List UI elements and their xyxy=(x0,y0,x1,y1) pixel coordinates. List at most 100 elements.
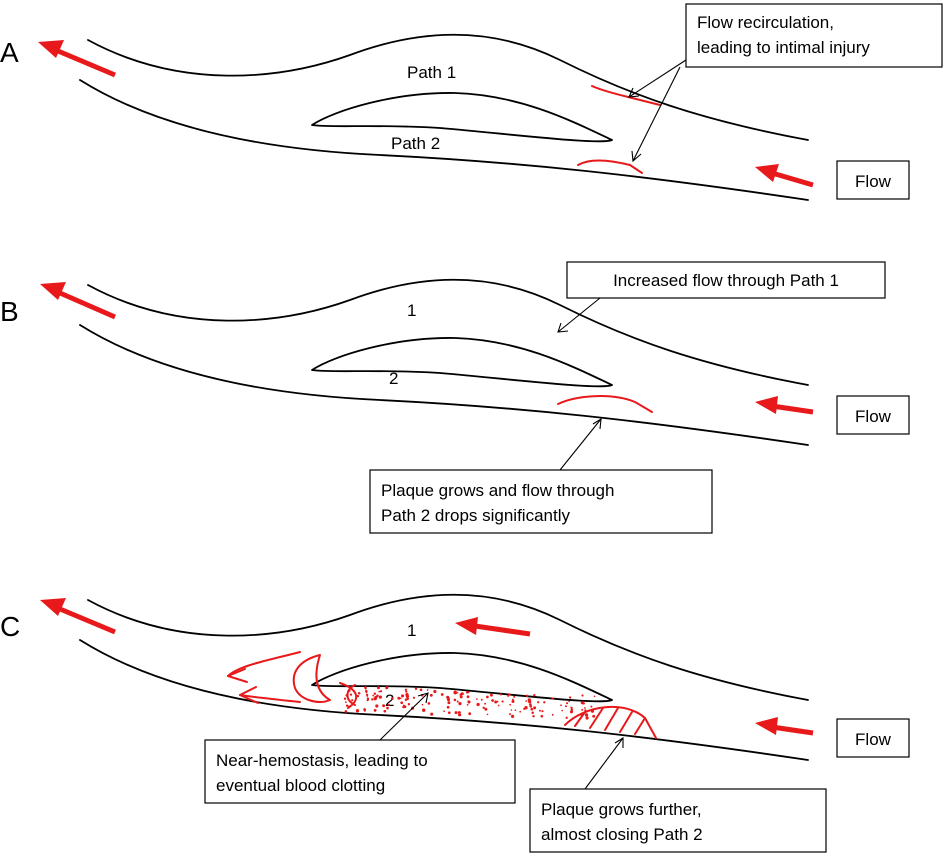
inflow-arrow xyxy=(755,396,814,415)
clot-dot xyxy=(447,701,451,705)
plaque-mark xyxy=(564,705,657,739)
pointer-line xyxy=(628,59,687,98)
clot-dot xyxy=(456,691,459,694)
callout-text: Increased flow through Path 1 xyxy=(613,271,839,290)
clot-dot xyxy=(593,695,596,698)
clot-dot xyxy=(570,706,573,709)
clot-dot xyxy=(482,706,485,709)
path-2-label: 2 xyxy=(385,691,394,710)
clot-dot xyxy=(378,695,383,699)
clot-dot xyxy=(494,700,498,704)
callout-box xyxy=(529,788,827,853)
clot-dot xyxy=(497,704,500,707)
clot-dot xyxy=(430,712,434,716)
clot-dot xyxy=(459,711,461,714)
clot-dot xyxy=(406,697,409,701)
clot-dot xyxy=(511,700,515,703)
intimal-injury-marks xyxy=(577,85,661,174)
callout-text: eventual blood clotting xyxy=(216,776,385,795)
clot-dot xyxy=(456,700,459,703)
callout-text: Path 2 drops significantly xyxy=(381,506,570,525)
vessel-outline xyxy=(79,278,809,446)
clot-dot xyxy=(419,688,423,692)
callout-box xyxy=(204,739,516,804)
clot-dot xyxy=(391,697,394,700)
callout-text: leading to intimal injury xyxy=(697,38,870,57)
clot-dot xyxy=(454,711,458,715)
clot-dot xyxy=(540,714,544,718)
clot-dot xyxy=(357,691,361,695)
clot-dot xyxy=(383,709,387,713)
path-1-label: 1 xyxy=(407,301,416,320)
path-2-label: 2 xyxy=(389,369,398,388)
clot-dot xyxy=(532,715,535,718)
clot-dot xyxy=(566,702,569,705)
clot-dot xyxy=(584,707,586,709)
callout-path1: Increased flow through Path 1 xyxy=(557,261,886,333)
clot-dot xyxy=(414,687,418,691)
clot-dot xyxy=(458,713,462,717)
clot-dot xyxy=(489,693,493,697)
clot-dot xyxy=(466,704,469,706)
clot-dot xyxy=(465,691,469,694)
flow-text: Flow xyxy=(855,730,892,749)
flow-box xyxy=(836,160,910,200)
callout-box xyxy=(369,469,713,534)
clot-dot xyxy=(356,694,360,698)
clot-dot xyxy=(537,701,540,704)
clot-dot xyxy=(585,716,589,719)
pointer-line xyxy=(379,692,429,741)
clot-dot xyxy=(484,707,488,711)
clot-dot xyxy=(591,710,594,713)
clot-dot xyxy=(533,706,537,710)
clot-dot xyxy=(539,709,541,712)
inflow-arrow xyxy=(755,717,814,736)
clot-dot xyxy=(570,708,574,711)
pointer-arrowhead xyxy=(628,87,640,98)
clot-dot xyxy=(349,693,353,696)
clot-dot xyxy=(387,703,390,707)
flow-box xyxy=(836,395,910,435)
clot-dot xyxy=(568,700,570,703)
clot-dot xyxy=(447,711,451,715)
clot-dot xyxy=(453,698,457,702)
flow-text: Flow xyxy=(855,407,892,426)
clot-dot xyxy=(344,710,348,713)
clot-dot xyxy=(501,700,504,703)
clot-dot xyxy=(365,691,368,694)
clot-dot xyxy=(351,699,354,702)
clot-dots xyxy=(339,682,596,720)
clot-dot xyxy=(400,701,404,705)
clot-dot xyxy=(363,709,366,712)
clot-dot xyxy=(426,689,429,691)
clot-dot xyxy=(541,710,544,713)
panel-c: C 1 2 xyxy=(0,593,910,853)
clot-dot xyxy=(376,686,380,690)
callout-box xyxy=(685,3,943,68)
clot-dot xyxy=(551,697,554,700)
clot-dot xyxy=(512,698,514,701)
clot-dot xyxy=(467,700,471,704)
clot-dot xyxy=(491,699,494,702)
clot-dot xyxy=(422,708,426,712)
clot-dot xyxy=(476,702,480,707)
clot-dot xyxy=(486,713,489,716)
clot-dot xyxy=(399,697,402,700)
flow-label-box: Flow xyxy=(836,718,910,758)
clot-dot xyxy=(355,709,360,713)
clot-dot xyxy=(433,689,437,694)
clot-dot xyxy=(386,706,389,710)
pointer-line xyxy=(559,418,602,471)
clot-dot xyxy=(564,705,568,708)
clot-dot xyxy=(524,706,528,710)
clot-dot xyxy=(421,703,424,706)
clot-dot xyxy=(440,693,444,696)
clot-dot xyxy=(519,710,522,713)
clot-dot xyxy=(530,707,534,711)
clot-dot xyxy=(584,713,589,717)
clot-dot xyxy=(525,694,529,698)
clot-dot xyxy=(496,700,499,703)
callout-text: Plaque grows and flow through xyxy=(381,481,614,500)
clot-dot xyxy=(443,710,445,713)
